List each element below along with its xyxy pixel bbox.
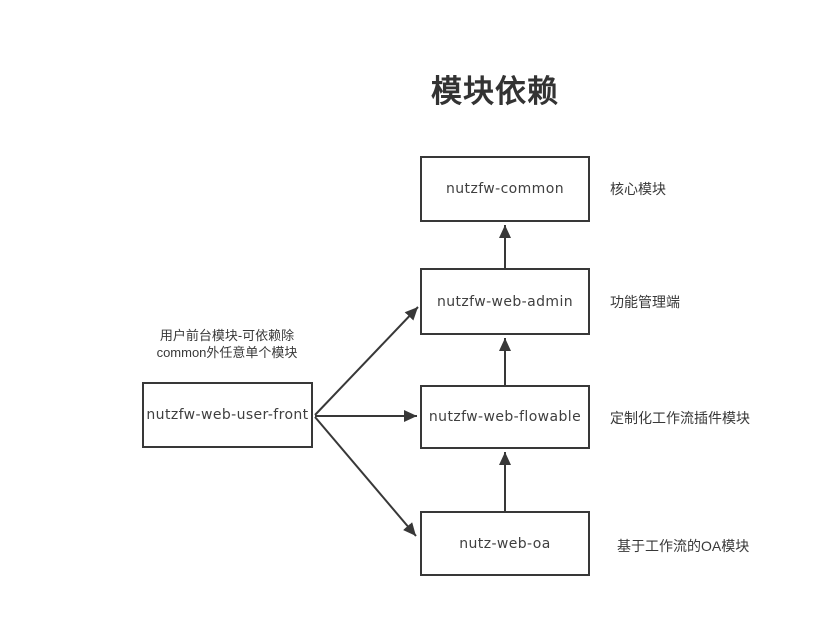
node-label: nutzfw-common [446, 181, 564, 197]
node-nutzfw-web-admin: nutzfw-web-admin [420, 268, 590, 335]
note-admin-module: 功能管理端 [610, 294, 680, 310]
user-front-annotation-line2: common外任意单个模块 [156, 345, 298, 360]
node-nutzfw-web-user-front: nutzfw-web-user-front [142, 382, 313, 448]
user-front-annotation: 用户前台模块-可依赖除 common外任意单个模块 [128, 327, 326, 361]
node-nutzfw-common: nutzfw-common [420, 156, 590, 222]
node-nutz-web-oa: nutz-web-oa [420, 511, 590, 576]
note-oa-module: 基于工作流的OA模块 [617, 538, 750, 554]
node-label: nutzfw-web-admin [436, 293, 574, 310]
arrow-user-front-to-oa [314, 416, 417, 537]
diagram-title: 模块依赖 [431, 74, 559, 109]
node-nutzfw-web-flowable: nutzfw-web-flowable [420, 385, 590, 449]
node-label: nutz-web-oa [459, 535, 551, 552]
arrow-user-front-to-admin [314, 306, 419, 416]
node-label: nutzfw-web-flowable [428, 409, 582, 425]
user-front-annotation-line1: 用户前台模块-可依赖除 [159, 328, 295, 343]
note-core-module: 核心模块 [610, 181, 666, 197]
note-flowable-module: 定制化工作流插件模块 [610, 410, 750, 426]
node-label: nutzfw-web-user-front [146, 407, 309, 423]
